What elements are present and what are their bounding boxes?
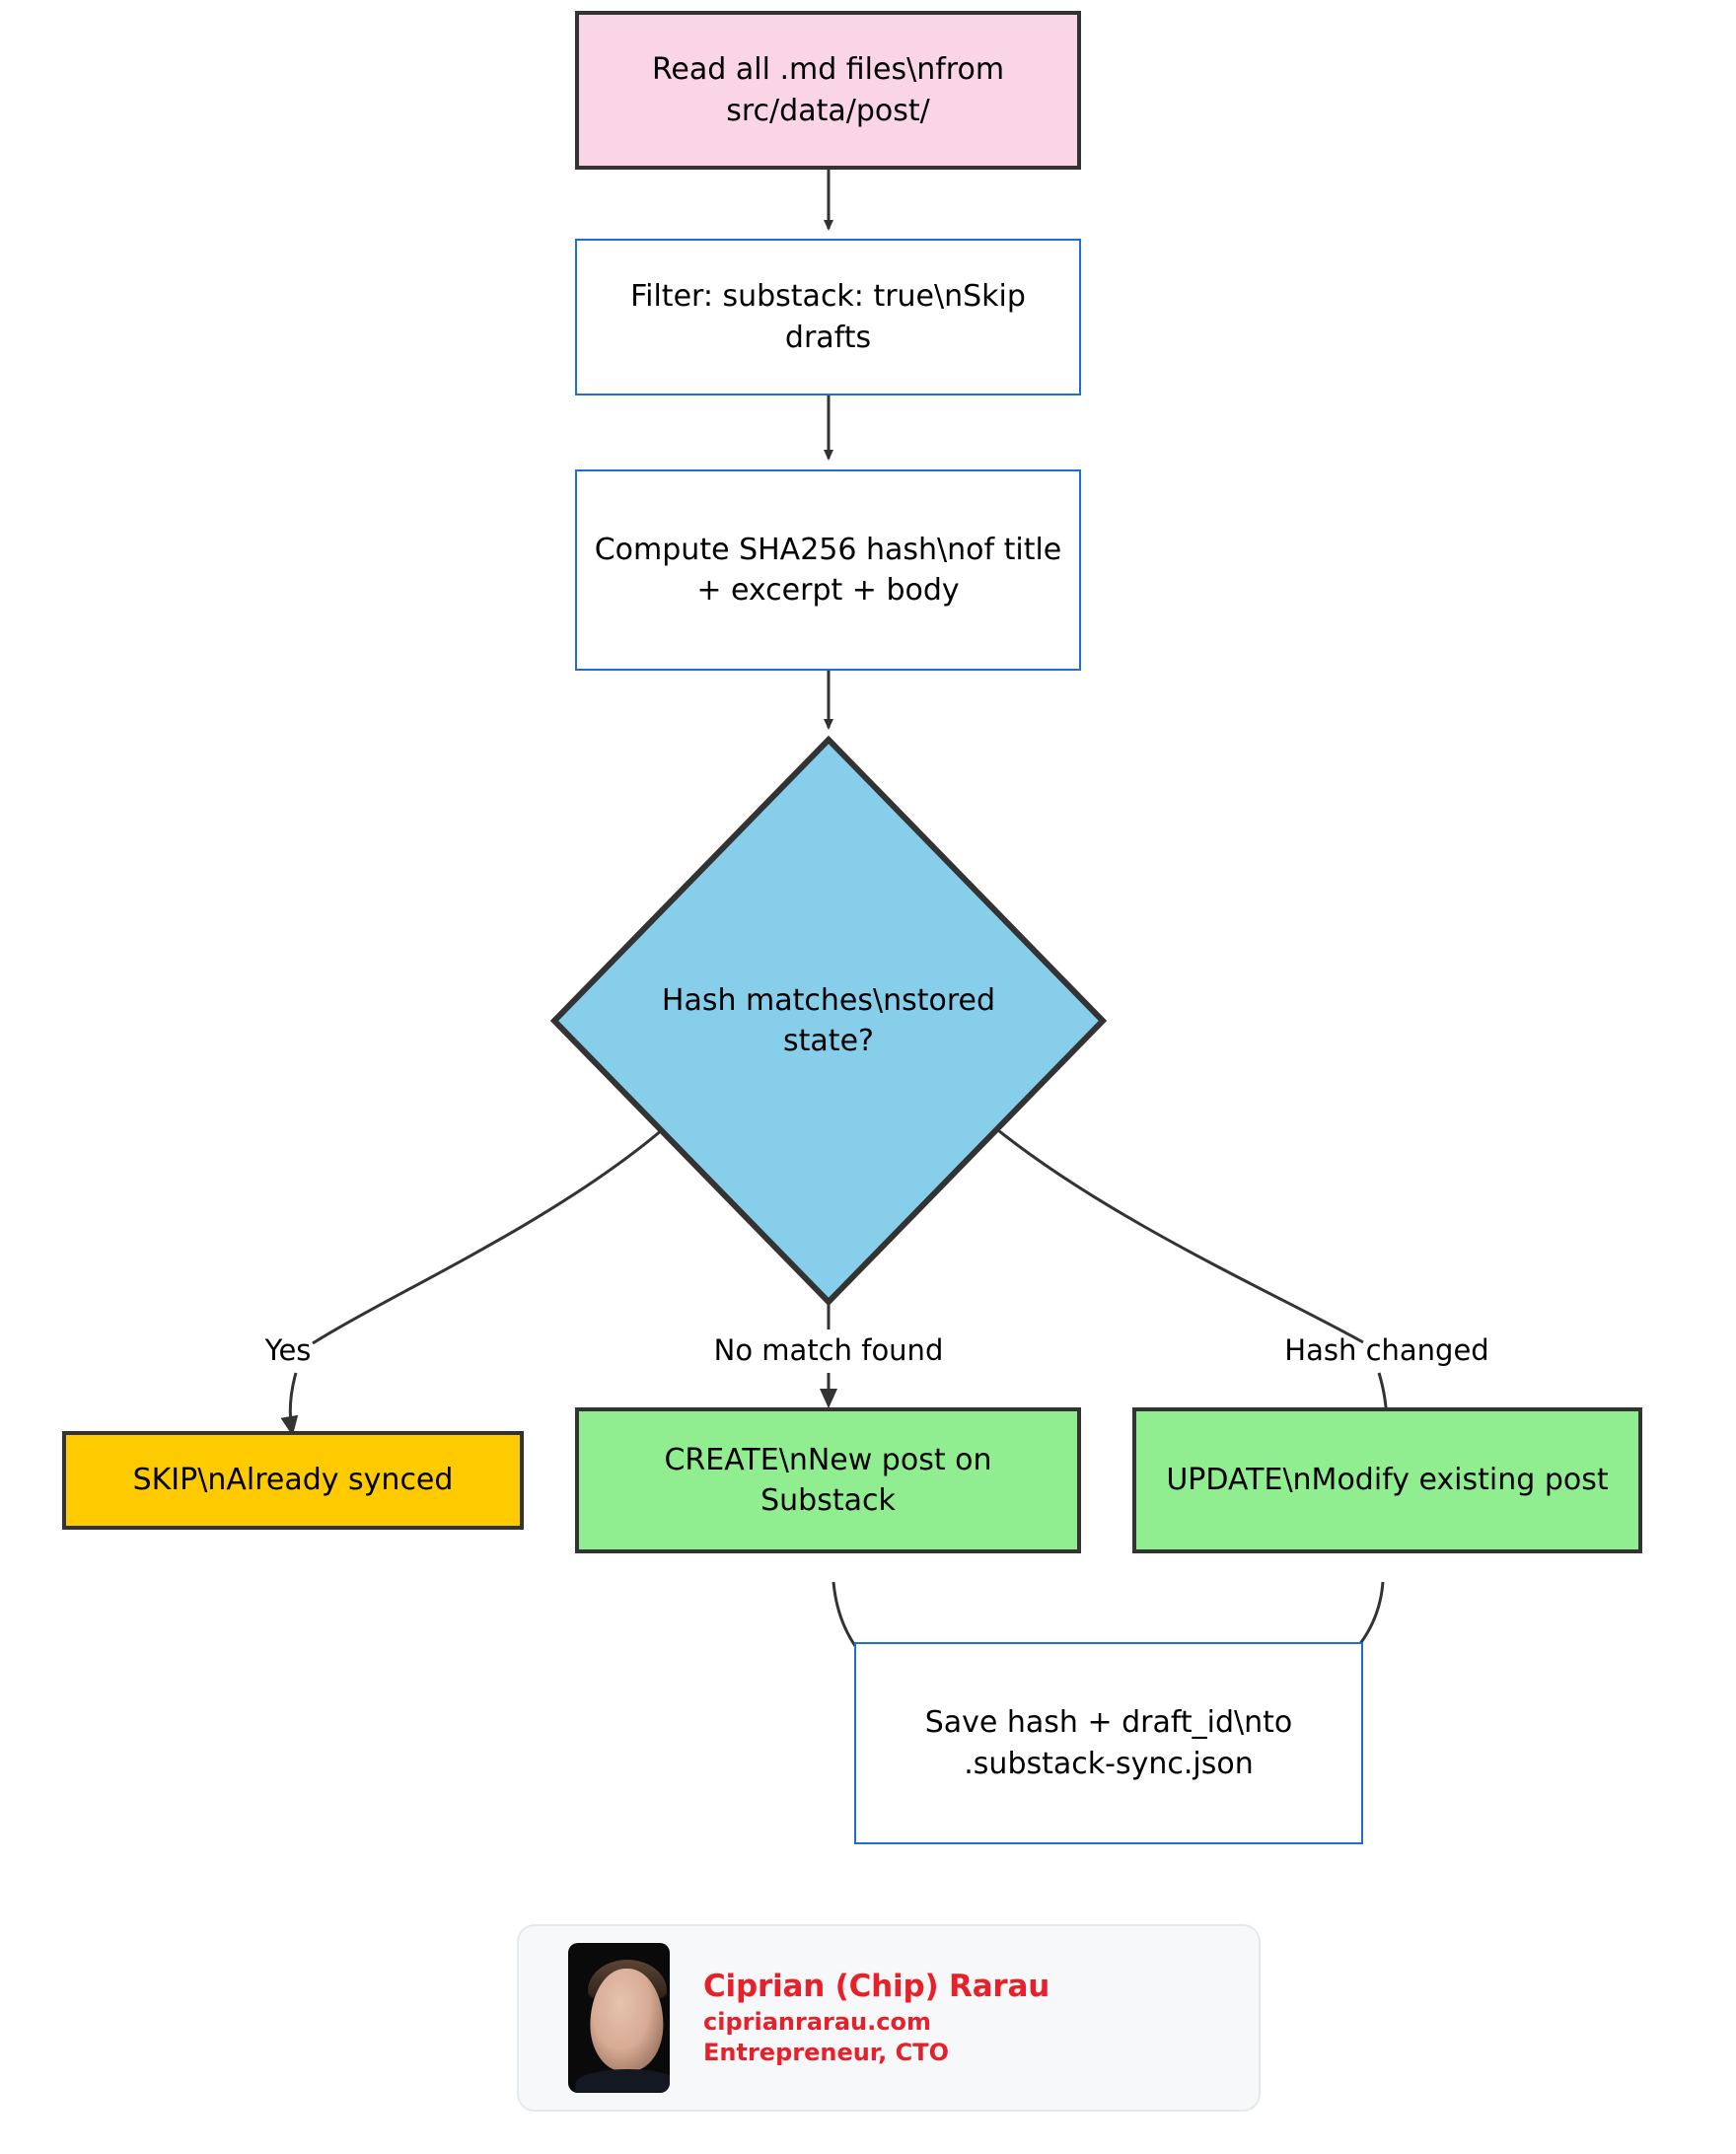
edge-decision-skip-tail: [280, 1372, 299, 1436]
node-filter-substack[interactable]: Filter: substack: true\nSkip drafts: [575, 239, 1081, 395]
node-create-new-post[interactable]: CREATE\nNew post on Substack: [575, 1407, 1081, 1553]
node-read-md-files[interactable]: Read all .md files\nfrom src/data/post/: [575, 11, 1081, 170]
avatar-shoulders: [574, 2069, 670, 2093]
avatar: [568, 1943, 670, 2093]
edge-label-hash-changed: Hash changed: [1284, 1333, 1489, 1367]
edge-decision-skip: [312, 1127, 664, 1345]
author-website[interactable]: ciprianrarau.com: [703, 2007, 931, 2036]
node-compute-sha256[interactable]: Compute SHA256 hash\nof title + excerpt …: [575, 469, 1081, 671]
node-save-hash-json[interactable]: Save hash + draft_id\nto .substack-sync.…: [854, 1642, 1363, 1844]
node-update-existing-post[interactable]: UPDATE\nModify existing post: [1132, 1407, 1642, 1553]
author-role: Entrepreneur, CTO: [703, 2038, 949, 2066]
author-name: Ciprian (Chip) Rarau: [703, 1968, 1050, 2004]
edge-decision-update: [997, 1128, 1364, 1344]
author-card[interactable]: Ciprian (Chip) Rarau ciprianrarau.com En…: [517, 1924, 1261, 2112]
node-skip-already-synced[interactable]: SKIP\nAlready synced: [62, 1431, 524, 1530]
edge-label-yes: Yes: [264, 1333, 312, 1367]
avatar-face: [589, 1968, 663, 2071]
author-details: Ciprian (Chip) Rarau ciprianrarau.com En…: [703, 1968, 1049, 2068]
edge-label-no-match-found: No match found: [713, 1333, 944, 1367]
decision-diamond[interactable]: [549, 735, 1108, 1307]
